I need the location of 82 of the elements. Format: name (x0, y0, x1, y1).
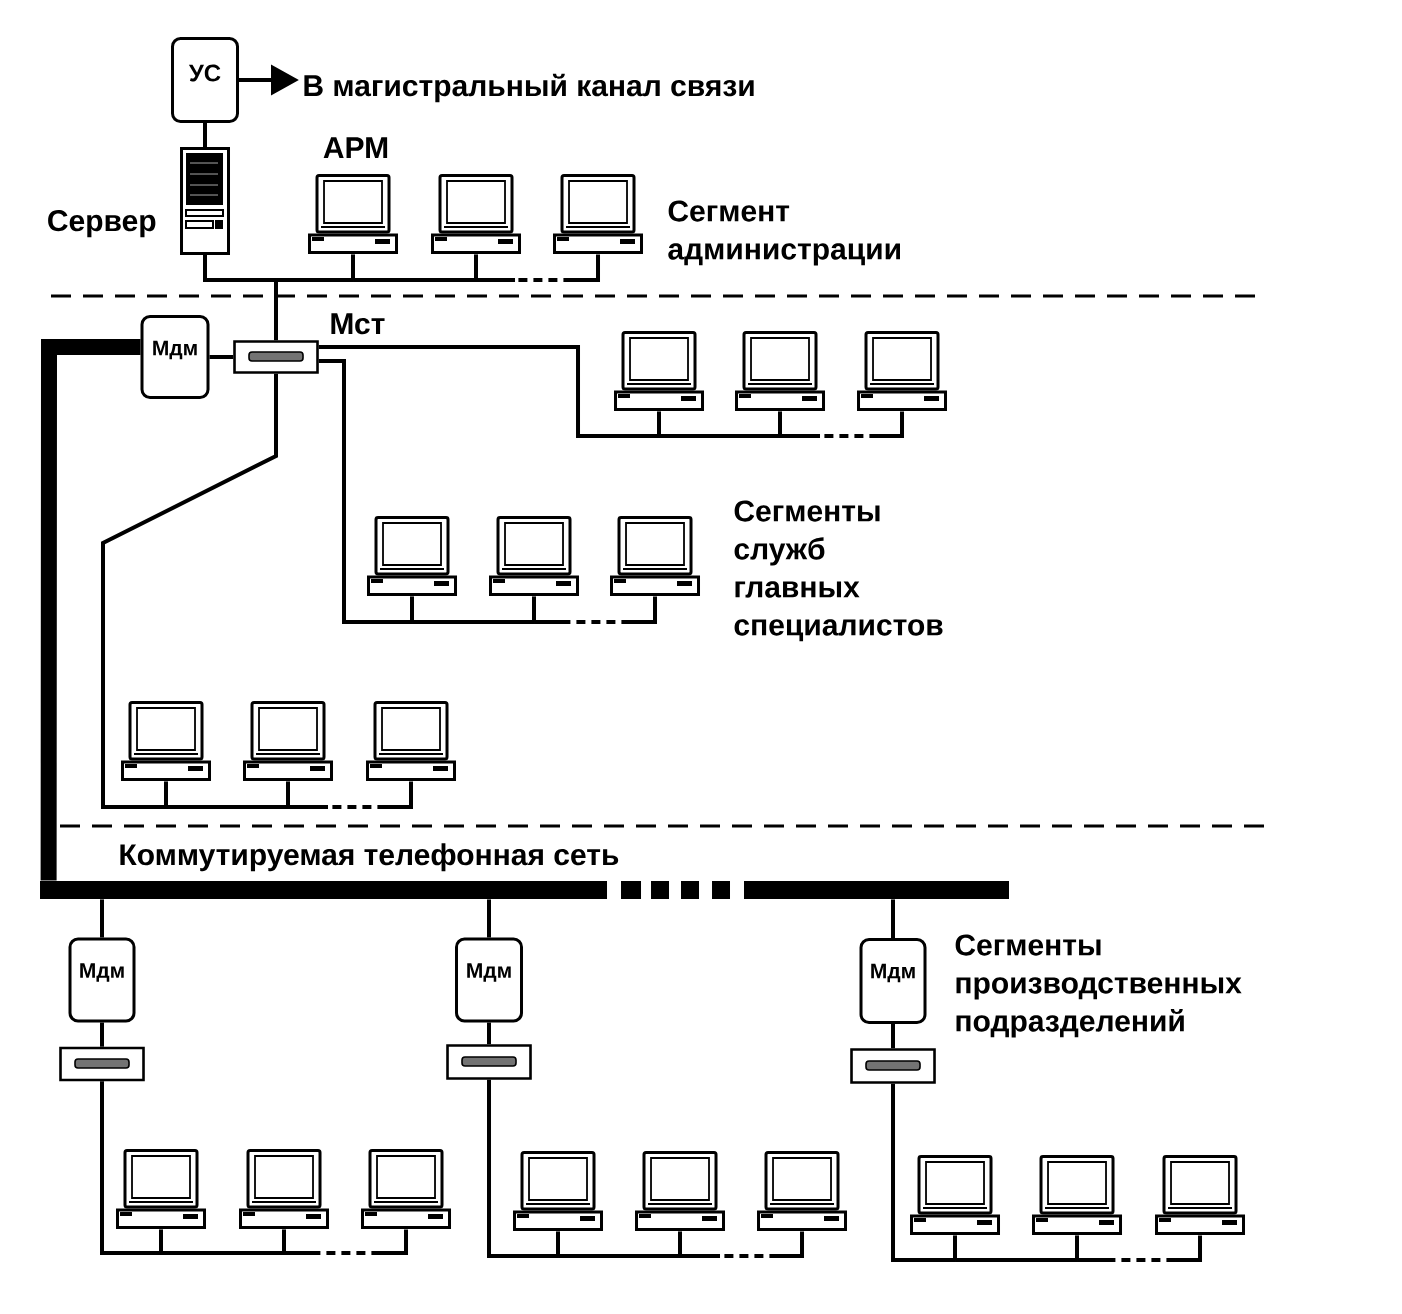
network-cable (657, 411, 661, 436)
computer (243, 701, 333, 781)
segment-label: Сегмент администрации (668, 200, 900, 266)
network-cable (778, 409, 904, 438)
network-cable (778, 411, 782, 436)
segment-label: Сегменты служб главных специалистов (734, 500, 943, 642)
network-cable (164, 781, 168, 807)
hub-box (59, 1046, 145, 1082)
network-cable (474, 252, 600, 282)
network-cable (532, 596, 536, 622)
network-cable (318, 345, 659, 438)
modem-box: Мдм (68, 937, 136, 1023)
network-cable (209, 355, 234, 359)
network-cable (556, 1231, 560, 1256)
modem-box: Мдм (859, 938, 927, 1024)
network-cable (203, 255, 276, 282)
hub-box (850, 1048, 936, 1084)
device-label: Сервер (48, 210, 156, 238)
modem-box: Мдм (455, 937, 523, 1023)
computer (513, 1151, 603, 1231)
network-cable (678, 1231, 682, 1256)
network-cable (891, 899, 895, 938)
network-cable (487, 899, 491, 938)
computer (239, 1149, 329, 1229)
network-cable (351, 254, 355, 280)
computer (116, 1149, 206, 1229)
computer (757, 1151, 847, 1231)
computer (610, 516, 700, 596)
network-cable (891, 1083, 955, 1262)
network-cable (953, 1235, 957, 1260)
network-cable (282, 1227, 408, 1255)
network-cable (410, 596, 414, 622)
network-cable (1075, 1235, 1079, 1260)
network-cable (487, 1079, 558, 1258)
computer (431, 174, 521, 254)
computer (489, 516, 579, 596)
device-box: УС (171, 37, 239, 123)
network-cable (161, 1251, 284, 1255)
computer (735, 331, 825, 411)
network-cable (166, 805, 288, 809)
modem-box: Мдм (140, 315, 210, 399)
network-cable (678, 1229, 804, 1258)
computer (1155, 1155, 1245, 1235)
device-label: АРМ (323, 137, 388, 158)
network-cable (100, 1022, 104, 1047)
network-cable (203, 123, 207, 147)
network-cable (286, 779, 413, 809)
network-cable (159, 1229, 163, 1253)
computer (367, 516, 457, 596)
network-cable (353, 278, 476, 282)
bar-label: Коммутируемая телефонная сеть (120, 843, 619, 872)
trunk-cable (40, 339, 141, 881)
network-cable (318, 359, 412, 624)
network-cable (487, 1022, 491, 1045)
network-cable (1075, 1233, 1202, 1262)
computer (121, 701, 211, 781)
segment-label: Сегменты производственных подразделений (955, 934, 1242, 1038)
network-cable (282, 1229, 286, 1253)
network-cable (659, 434, 780, 438)
computer (635, 1151, 725, 1231)
network-cable (891, 1024, 895, 1049)
destination-label: В магистральный канал связи (304, 73, 754, 103)
network-cable (558, 1254, 680, 1258)
network-cable (274, 280, 278, 341)
computer (614, 331, 704, 411)
network-cable (101, 373, 278, 809)
hub-box (446, 1044, 532, 1080)
hub-label: Мст (331, 313, 385, 335)
computer (553, 174, 643, 254)
computer (361, 1149, 451, 1229)
network-cable (474, 254, 478, 280)
network-cable (276, 278, 353, 282)
computer (857, 331, 947, 411)
computer (910, 1155, 1000, 1235)
network-cable (100, 899, 104, 938)
computer (366, 701, 456, 781)
network-cable (955, 1258, 1077, 1262)
computer (1032, 1155, 1122, 1235)
network-cable (532, 594, 657, 624)
network-cable (412, 620, 534, 624)
network-cable (100, 1081, 161, 1255)
network-cable (286, 781, 290, 807)
